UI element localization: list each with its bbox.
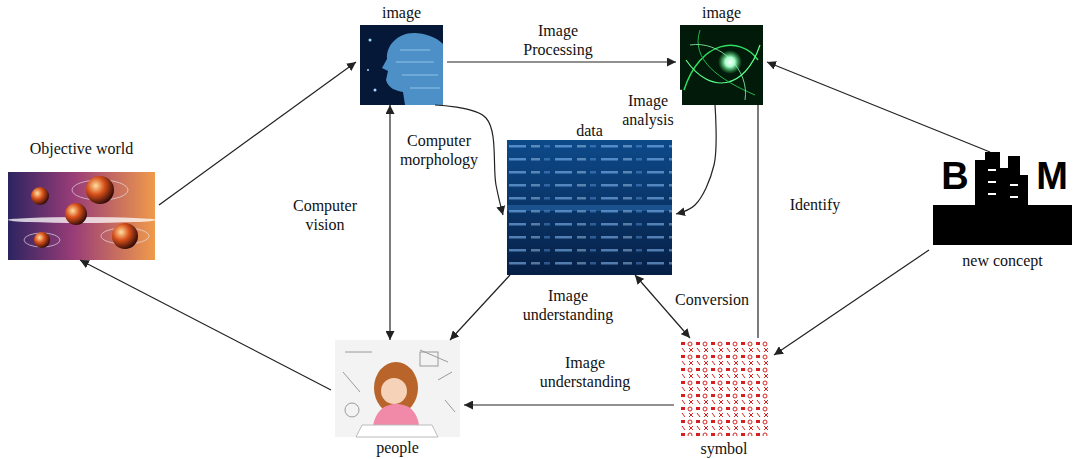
picture-area [503, 140, 676, 275]
data-picture-part [507, 140, 672, 275]
picture-node: data [503, 121, 676, 275]
flow-arrow [464, 404, 674, 405]
logo-letter: B [941, 157, 968, 195]
objective-world-picture-part [31, 187, 49, 205]
data-picture-part [507, 205, 672, 211]
logo-letter: M [1036, 157, 1068, 195]
swirl-picture-part [698, 30, 755, 95]
node-caption: people [376, 438, 419, 457]
node-caption: new concept [962, 251, 1042, 270]
student-picture-part [335, 340, 460, 437]
swirl-picture-part [718, 50, 742, 74]
objective-world-picture-part [8, 172, 155, 260]
objective-world-picture-part [86, 176, 114, 204]
ai-head-picture [360, 25, 443, 105]
student-picture-part [381, 378, 407, 404]
picture-node: people [331, 340, 464, 457]
student-picture-part [420, 352, 438, 366]
edge-label: Image understanding [527, 352, 643, 392]
picture-node: image [356, 3, 447, 105]
picture-node: symbol [674, 338, 774, 458]
flow-arrow [757, 105, 758, 338]
node-caption: image [702, 3, 741, 22]
flow-arrow [767, 62, 990, 152]
bim-logo-part [933, 152, 1072, 245]
ai-head-picture-part [374, 89, 377, 92]
objective-world-picture [8, 172, 156, 260]
edge-label: Identify [787, 194, 844, 215]
edge-label: Computer morphology [396, 130, 482, 170]
student-picture-part [345, 403, 359, 417]
bim-logo-part [988, 170, 1018, 197]
flow-arrow [159, 62, 356, 205]
flow-arrow [450, 275, 510, 340]
picture-node: Objective world [4, 139, 159, 260]
student-picture [335, 340, 460, 437]
student-picture-part [343, 350, 455, 412]
ai-head-picture-part [396, 50, 440, 88]
swirl-picture-part [690, 44, 746, 100]
objective-world-picture-part [24, 233, 60, 247]
ai-head-picture-part [360, 25, 443, 105]
objective-world-picture-part [112, 223, 138, 249]
edge-label: Computer vision [287, 195, 363, 235]
swirl-picture-part [680, 25, 763, 105]
swirl-picture-part [686, 45, 760, 83]
node-caption: data [576, 121, 603, 140]
picture-area [674, 338, 774, 438]
node-caption: symbol [700, 439, 747, 458]
node-caption: image [382, 3, 421, 22]
ai-head-picture-part [367, 69, 369, 71]
ai-head-picture-part [369, 39, 372, 42]
symbols-picture-part [678, 338, 770, 438]
flow-arrow [774, 250, 929, 355]
picture-node: image [676, 3, 767, 105]
swirl-picture [680, 25, 763, 105]
flow-arrow [447, 61, 676, 62]
edge-label: Conversion [672, 289, 752, 310]
picture-area [356, 25, 447, 105]
edge-label: Image understanding [510, 285, 626, 325]
bim-logo-part [933, 152, 1072, 245]
bim-logo [933, 152, 1072, 245]
student-picture-part [356, 425, 438, 437]
edge-label: Image Processing [510, 20, 606, 60]
node-caption: Objective world [30, 139, 134, 158]
data-picture-part [507, 140, 672, 275]
objective-world-picture-part [34, 232, 50, 248]
flow-arrow [80, 260, 331, 390]
picture-area [676, 25, 767, 105]
flow-arrow [389, 105, 390, 340]
flow-arrow [676, 105, 716, 214]
objective-world-picture-part [65, 203, 87, 225]
symbols-picture-part [680, 340, 768, 436]
picture-area [4, 172, 159, 260]
picture-area [331, 340, 464, 437]
symbols-picture [678, 338, 770, 438]
data-picture [507, 140, 672, 275]
ai-head-picture-part [382, 33, 443, 105]
edge-label: Image analysis [614, 90, 682, 130]
